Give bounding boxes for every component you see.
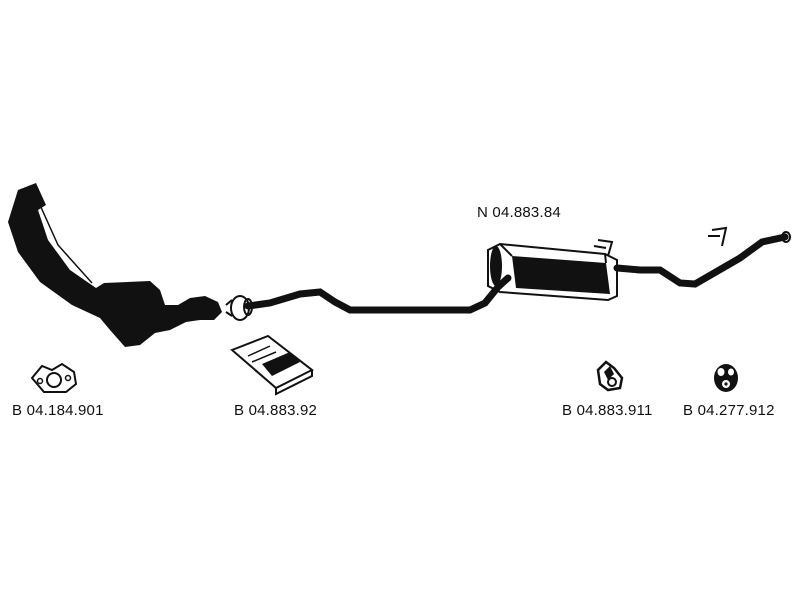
- rubber-hanger-part-label: B 04.883.911: [562, 402, 653, 419]
- tail-pipe: [593, 226, 791, 288]
- silencer-part-label: N 04.883.84: [477, 204, 561, 221]
- mounting-bracket-icon: [230, 334, 314, 396]
- rear-silencer: [487, 242, 618, 302]
- rubber-hanger-icon: [596, 360, 624, 392]
- flange-gasket-part-label: B 04.184.901: [12, 402, 104, 419]
- front-pipe-catalyst: [8, 183, 222, 347]
- middle-pipe: [225, 274, 512, 321]
- rubber-ring-hanger-icon: [714, 364, 738, 392]
- flange-gasket-icon: [30, 362, 78, 393]
- rubber-ring-hanger-part-label: B 04.277.912: [683, 402, 775, 419]
- mounting-bracket-part-label: B 04.883.92: [234, 402, 318, 419]
